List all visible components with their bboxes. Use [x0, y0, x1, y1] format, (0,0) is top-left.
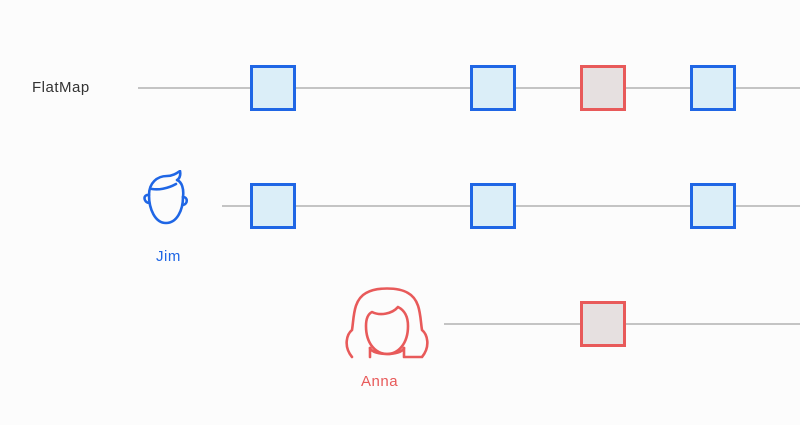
flatmap-timeline	[138, 87, 800, 89]
flatmap-marble-jim	[250, 65, 296, 111]
flatmap-label: FlatMap	[32, 79, 90, 96]
flatmap-marble-jim	[470, 65, 516, 111]
flatmap-marble-anna	[580, 65, 626, 111]
jim-marble	[470, 183, 516, 229]
jim-marble	[250, 183, 296, 229]
anna-marble	[580, 301, 626, 347]
flatmap-marble-jim	[690, 65, 736, 111]
jim-marble	[690, 183, 736, 229]
jim-label: Jim	[156, 248, 181, 265]
male-avatar-icon	[143, 170, 189, 225]
anna-label: Anna	[361, 373, 399, 390]
female-avatar-icon	[345, 287, 429, 359]
